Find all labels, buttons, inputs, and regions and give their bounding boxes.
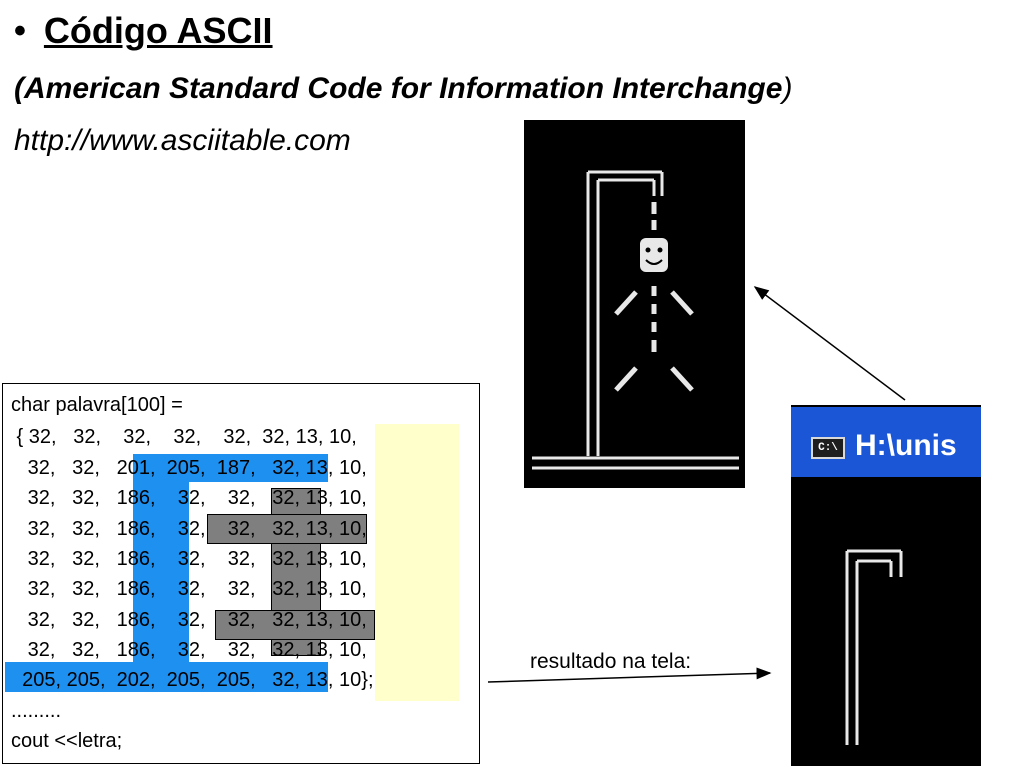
arrow-to-hangman bbox=[753, 286, 906, 401]
code-line: cout <<letra; bbox=[11, 730, 123, 752]
console-window-image: C:\ H:\unis bbox=[791, 405, 981, 766]
highlight-blue-top bbox=[133, 454, 328, 482]
bullet-icon: • bbox=[14, 11, 26, 50]
arrow-to-console bbox=[487, 667, 772, 683]
title-text: Código ASCII bbox=[43, 10, 273, 51]
hangman-ascii-image bbox=[524, 120, 745, 488]
subtitle-close: ) bbox=[782, 72, 793, 105]
code-line: 32, 32, 186, 32, 32, 32, 13, 10, bbox=[11, 518, 367, 540]
hangman-drawing bbox=[532, 170, 739, 470]
code-line: 205, 205, 202, 205, 205, 32, 13, 10}; bbox=[11, 669, 374, 691]
code-listing-box: char palavra[100] = { 32, 32, 32, 32, 32… bbox=[2, 383, 480, 764]
highlight-gray-legs bbox=[215, 610, 375, 640]
ascii-table-url: http://www.asciitable.com bbox=[14, 124, 351, 157]
console-gallows-drawing bbox=[845, 549, 903, 745]
subtitle-text: (American Standard Code for Information … bbox=[14, 72, 783, 105]
console-title: H:\unis bbox=[855, 429, 957, 462]
code-line: 32, 32, 186, 32, 32, 32, 13, 10, bbox=[11, 639, 367, 661]
console-titlebar: C:\ H:\unis bbox=[791, 407, 981, 477]
code-line: ......... bbox=[11, 700, 62, 722]
code-line: 32, 32, 186, 32, 32, 32, 13, 10, bbox=[11, 609, 367, 631]
code-line: char palavra[100] = bbox=[11, 394, 183, 416]
highlight-blue-column bbox=[133, 482, 189, 692]
highlight-blue-base bbox=[5, 662, 328, 692]
slide-subtitle: (American Standard Code for Information … bbox=[14, 72, 792, 106]
code-line: { 32, 32, 32, 32, 32, 32, 13, 10, bbox=[11, 426, 357, 448]
highlight-gray-arms bbox=[207, 514, 367, 544]
code-line: 32, 32, 186, 32, 32, 32, 13, 10, bbox=[11, 548, 367, 570]
code-line: 32, 32, 186, 32, 32, 32, 13, 10, bbox=[11, 578, 367, 600]
code-line: 32, 32, 186, 32, 32, 32, 13, 10, bbox=[11, 487, 367, 509]
code-line: 32, 32, 201, 205, 187, 32, 13, 10, bbox=[11, 457, 367, 479]
slide-title: • Código ASCII bbox=[14, 10, 273, 52]
console-icon: C:\ bbox=[811, 437, 845, 459]
highlight-yellow-crlf bbox=[375, 424, 459, 701]
result-caption: resultado na tela: bbox=[530, 650, 692, 673]
